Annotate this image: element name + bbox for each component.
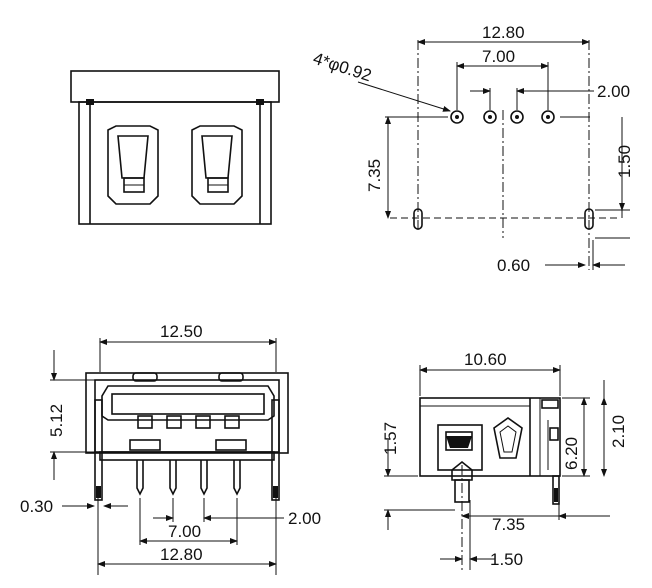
front-flange [70,70,280,103]
dim-slot-width: 0.60 [497,256,530,275]
dim-side-row-offset: 7.35 [492,515,525,534]
side-body [419,397,561,477]
dim-port-total-width: 12.80 [160,545,203,564]
dim-port-body-width: 12.50 [160,322,203,341]
dim-side-tab-height: 2.10 [609,415,628,448]
dim-side-body-height: 6.20 [562,437,581,470]
front-view [70,70,280,225]
dim-port-pin-pitch: 2.00 [288,509,321,528]
port-tongue [101,385,275,421]
dim-port-height: 5.12 [47,404,66,437]
dim-row-spacing: 7.35 [365,159,384,192]
pin-holes [450,110,555,124]
dim-side-length: 10.60 [464,350,507,369]
dim-side-pin-offset: 1.50 [490,550,523,569]
front-port-right [191,125,243,205]
dim-row-offset: 1.50 [615,145,634,178]
front-port-left [107,125,159,205]
dim-hole-diameter: 4*φ0.92 [311,49,374,86]
shell-leg-left [94,399,103,501]
front-body [78,101,272,225]
signal-pins [136,460,241,496]
side-latch [493,417,523,459]
shell-leg-right [271,399,280,501]
dim-footprint-total-width: 12.80 [482,23,525,42]
side-view: 10.60 1.57 6.20 2.10 7.35 1.50 [381,350,628,570]
dim-shell-thickness: 0.30 [20,497,53,516]
port-shell-outer [85,372,289,454]
dim-port-inner-pitch: 7.00 [168,522,201,541]
footprint-view: 12.80 7.00 2.00 4*φ0.92 7.35 1.50 0.60 [311,23,634,275]
dim-side-pin-height: 1.57 [381,422,400,455]
dim-footprint-inner-pitch: 7.00 [482,47,515,66]
port-front-view: 12.50 5.12 0.30 2.00 7.00 12.80 [20,322,321,575]
dim-footprint-pin-pitch: 2.00 [597,82,630,101]
